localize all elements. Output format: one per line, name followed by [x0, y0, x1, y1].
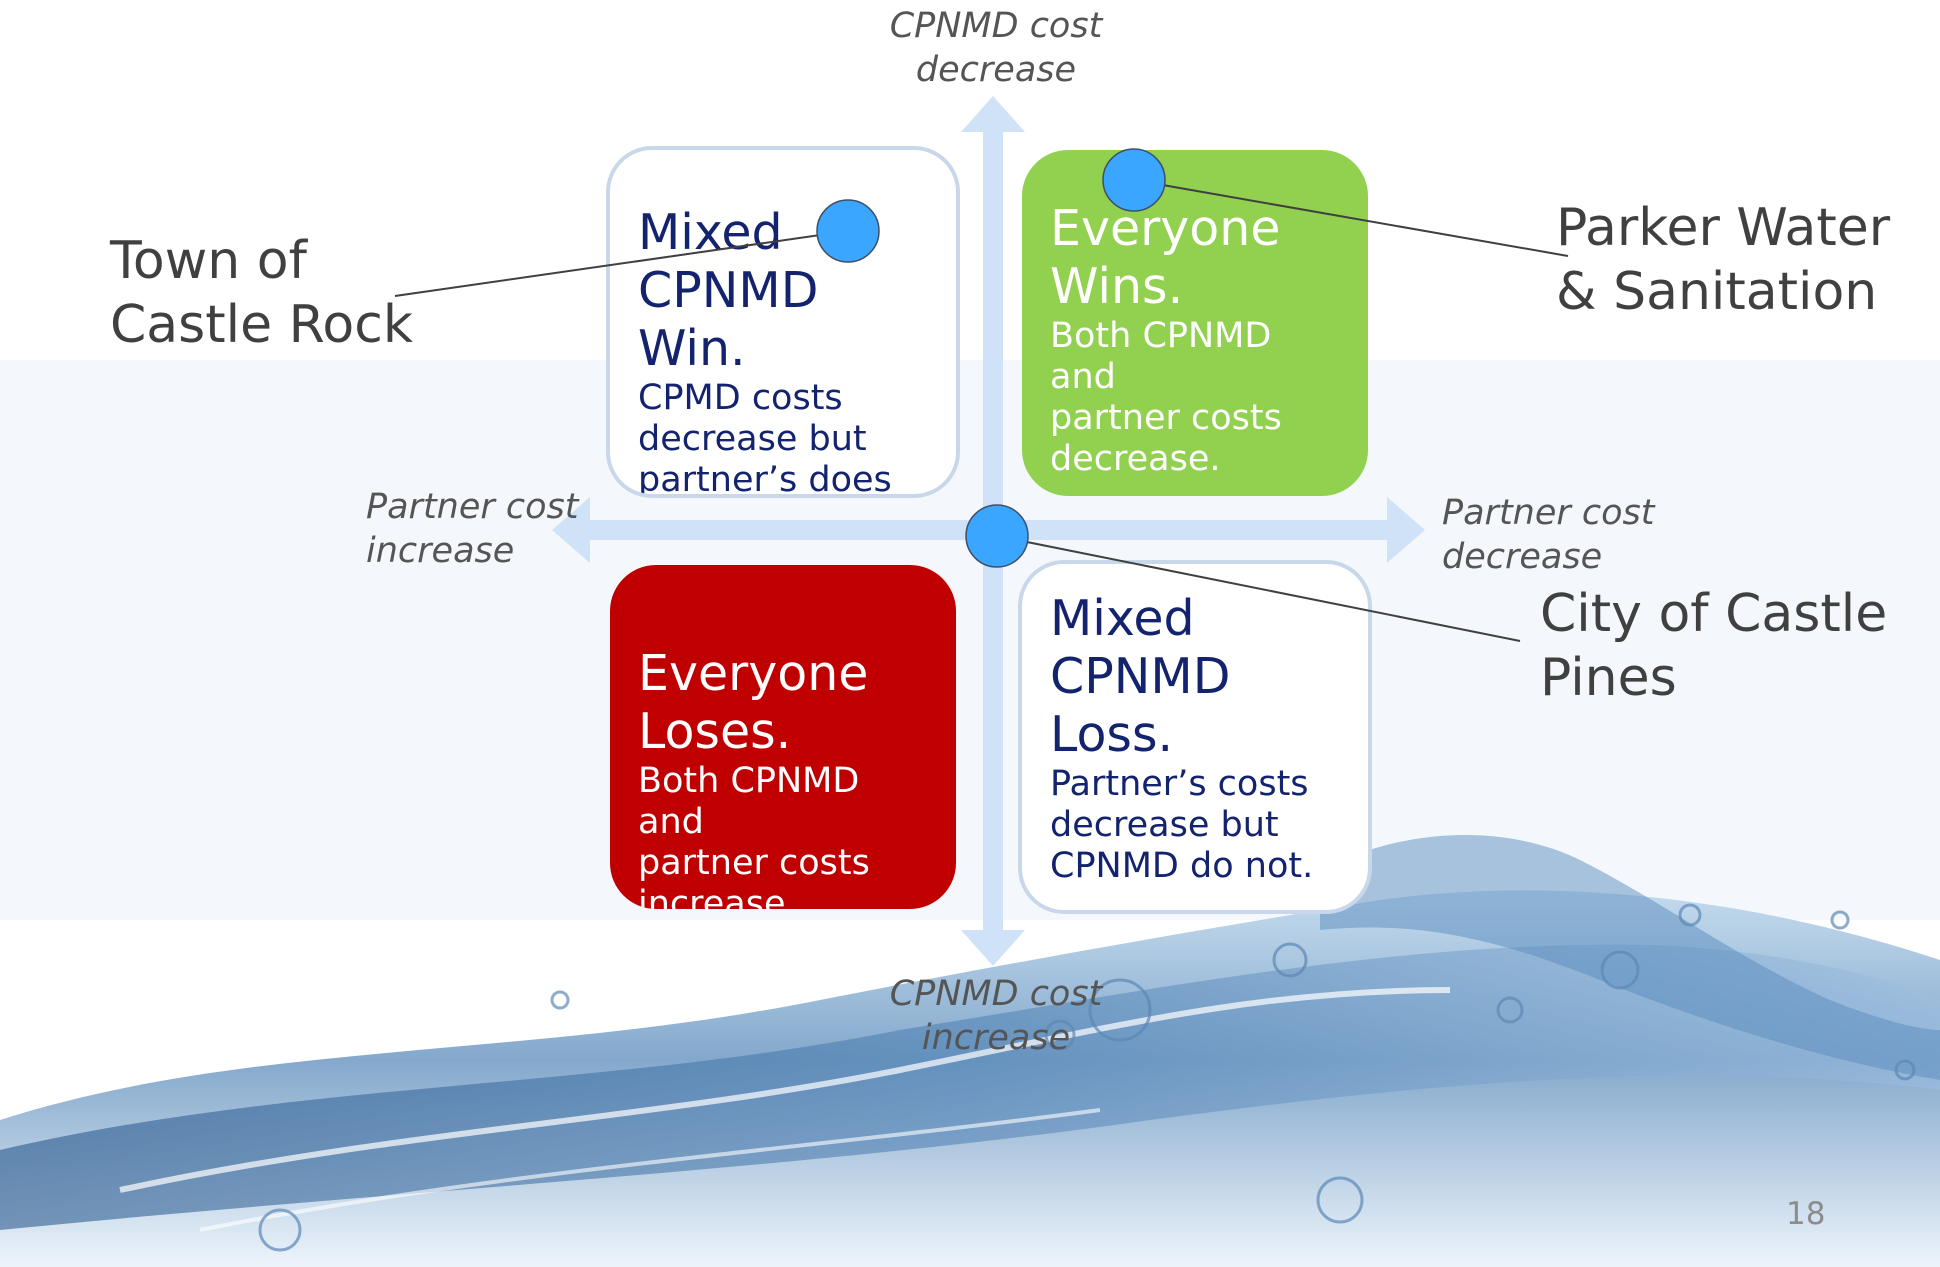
axis-label-right: Partner cost decrease: [1442, 493, 1655, 577]
axis-arrow-left-icon: [552, 497, 590, 563]
marker-castle-rock: [816, 199, 880, 263]
marker-parker-water: [1102, 148, 1166, 212]
axis-arrow-right-icon: [1387, 497, 1425, 563]
leader-line-parker-water: [1133, 179, 1569, 257]
axis-arrow-up-icon: [961, 96, 1025, 132]
leader-line-castle-pines: [996, 535, 1521, 642]
quadrant-title: Mixed CPNMD Loss.: [1050, 590, 1231, 763]
partner-label-castle-rock: Town of Castle Rock: [110, 231, 413, 355]
page-number: 18: [1786, 1196, 1826, 1232]
quadrant-mixed-cpnmd-loss: Mixed CPNMD Loss. Partner’s costs decrea…: [1018, 560, 1372, 914]
axis-label-bottom: CPNMD cost increase: [889, 974, 1103, 1058]
quadrant-description: Partner’s costs decrease but CPNMD do no…: [1050, 764, 1314, 886]
quadrant-description: Both CPNMD and partner costs decrease.: [1050, 316, 1282, 479]
quadrant-title: Everyone Wins.: [1050, 200, 1281, 315]
partner-label-parker-water: Parker Water & Sanitation: [1556, 198, 1891, 322]
quadrant-everyone-wins: Everyone Wins. Both CPNMD and partner co…: [1022, 150, 1368, 496]
quadrant-description: Both CPNMD and partner costs increase: [638, 761, 870, 909]
quadrant-description: CPMD costs decrease but partner’s does n…: [638, 378, 892, 498]
axis-label-left: Partner cost increase: [366, 487, 579, 571]
partner-label-castle-pines: City of Castle Pines: [1540, 584, 1888, 708]
axis-label-top: CPNMD cost decrease: [889, 6, 1103, 90]
quadrant-title: Everyone Loses.: [638, 645, 869, 760]
leader-line-castle-rock: [394, 230, 849, 297]
marker-castle-pines: [965, 504, 1029, 568]
quadrant-mixed-cpnmd-win: Mixed CPNMD Win. CPMD costs decrease but…: [606, 146, 960, 498]
axis-arrow-down-icon: [961, 930, 1025, 966]
quadrant-everyone-loses: Everyone Loses. Both CPNMD and partner c…: [610, 565, 956, 909]
